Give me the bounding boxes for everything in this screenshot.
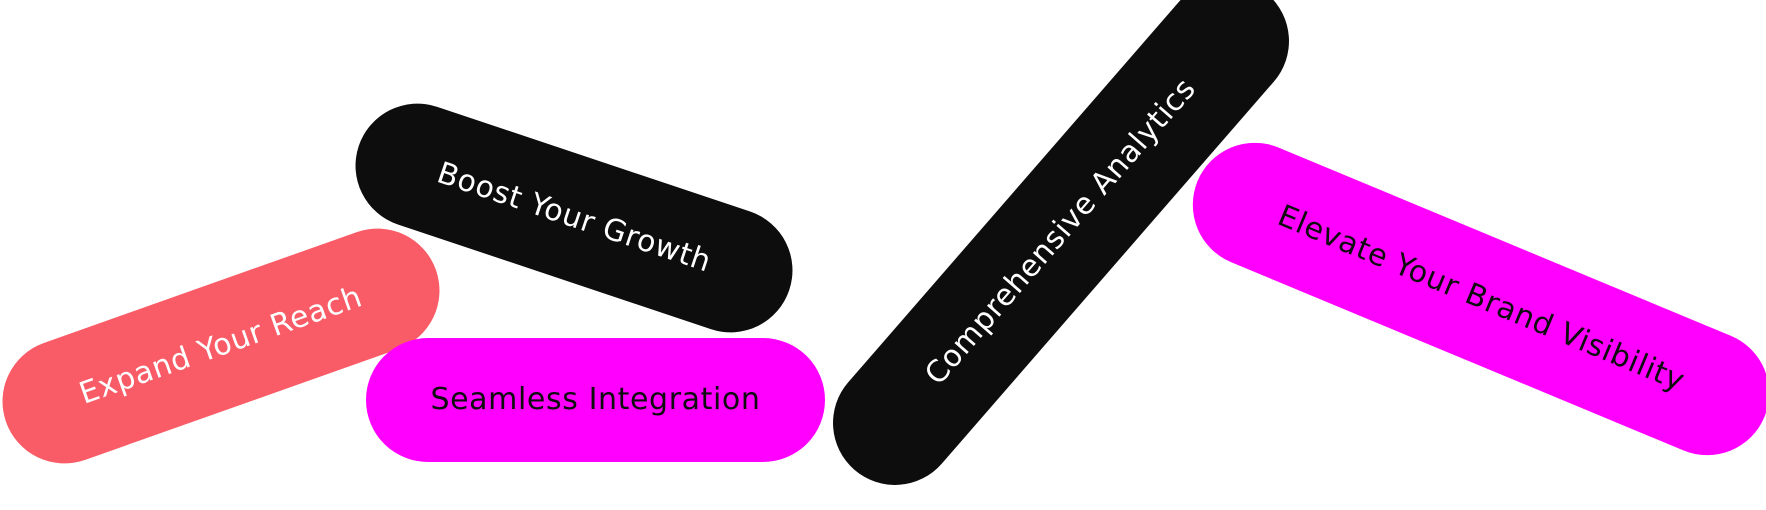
pill-label: Boost Your Growth	[432, 155, 716, 280]
pill-label: Seamless Integration	[430, 382, 761, 417]
pill-label: Expand Your Reach	[74, 279, 367, 412]
pill-seamless-integration: Seamless Integration	[366, 338, 825, 462]
pill-label: Comprehensive Analytics	[918, 71, 1204, 392]
pill-elevate-your-brand-visibility: Elevate Your Brand Visibility	[1173, 123, 1766, 475]
pill-label: Elevate Your Brand Visibility	[1272, 198, 1690, 399]
